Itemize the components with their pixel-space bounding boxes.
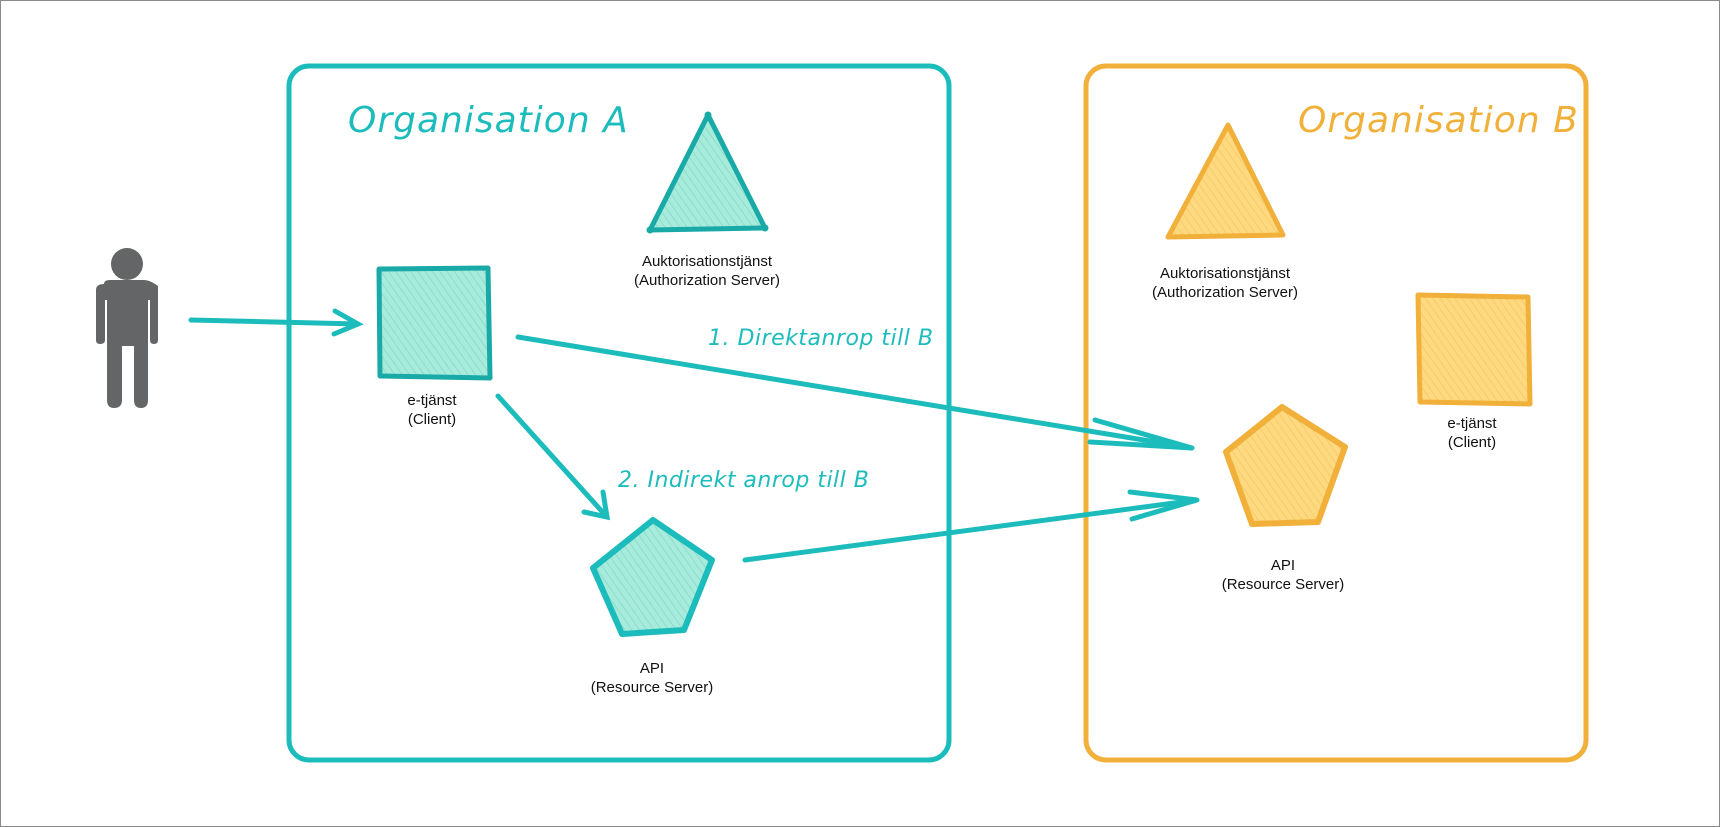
org-a-client-name: e-tjänst	[407, 392, 457, 409]
org-b-api-label: API (Resource Server)	[1222, 556, 1345, 594]
org-a-api-name: API	[639, 660, 665, 677]
org-a-client-role: (Client)	[407, 411, 457, 428]
org-a-auth-triangle-icon	[647, 112, 768, 233]
org-b-box	[1083, 63, 1589, 763]
user-to-client-arrow	[188, 308, 364, 337]
org-a-box	[286, 63, 952, 763]
client-to-api-arrow	[495, 393, 611, 521]
org-b-client-label: e-tjänst (Client)	[1447, 414, 1496, 452]
person-icon	[96, 248, 158, 408]
indirect-call-label: 2. Indirekt anrop till B	[618, 468, 870, 493]
org-b-client-square-icon	[1415, 292, 1533, 407]
direct-call-label: 1. Direktanrop till B	[708, 326, 934, 351]
org-a-api-label: API (Resource Server)	[591, 659, 714, 697]
org-a-auth-label: Auktorisationstjänst (Authorization Serv…	[634, 252, 780, 290]
org-a-triangle-corners-icon	[646, 111, 769, 234]
org-b-auth-label: Auktorisationstjänst (Authorization Serv…	[1152, 264, 1298, 302]
org-b-client-role: (Client)	[1447, 434, 1497, 451]
org-b-auth-name: Auktorisationstjänst	[1159, 265, 1291, 282]
org-a-client-square-icon	[376, 265, 493, 381]
direct-call-arrow	[515, 334, 1195, 451]
org-b-api-role: (Resource Server)	[1221, 576, 1345, 593]
org-a-client-label: e-tjänst (Client)	[407, 391, 456, 429]
indirect-call-arrow	[742, 489, 1200, 563]
org-b-auth-triangle-icon	[1165, 122, 1286, 240]
org-a-api-pentagon-icon	[590, 517, 715, 637]
org-a-auth-role: (Authorization Server)	[634, 272, 780, 289]
org-b-client-name: e-tjänst	[1447, 415, 1497, 432]
org-b-api-pentagon-icon	[1223, 404, 1348, 527]
org-a-auth-name: Auktorisationstjänst	[641, 253, 773, 270]
org-a-api-role: (Resource Server)	[590, 679, 714, 696]
org-b-title: Organisation B	[1298, 100, 1579, 141]
org-a-title: Organisation A	[348, 100, 629, 141]
org-b-api-name: API	[1270, 557, 1296, 574]
org-b-auth-role: (Authorization Server)	[1152, 284, 1298, 301]
